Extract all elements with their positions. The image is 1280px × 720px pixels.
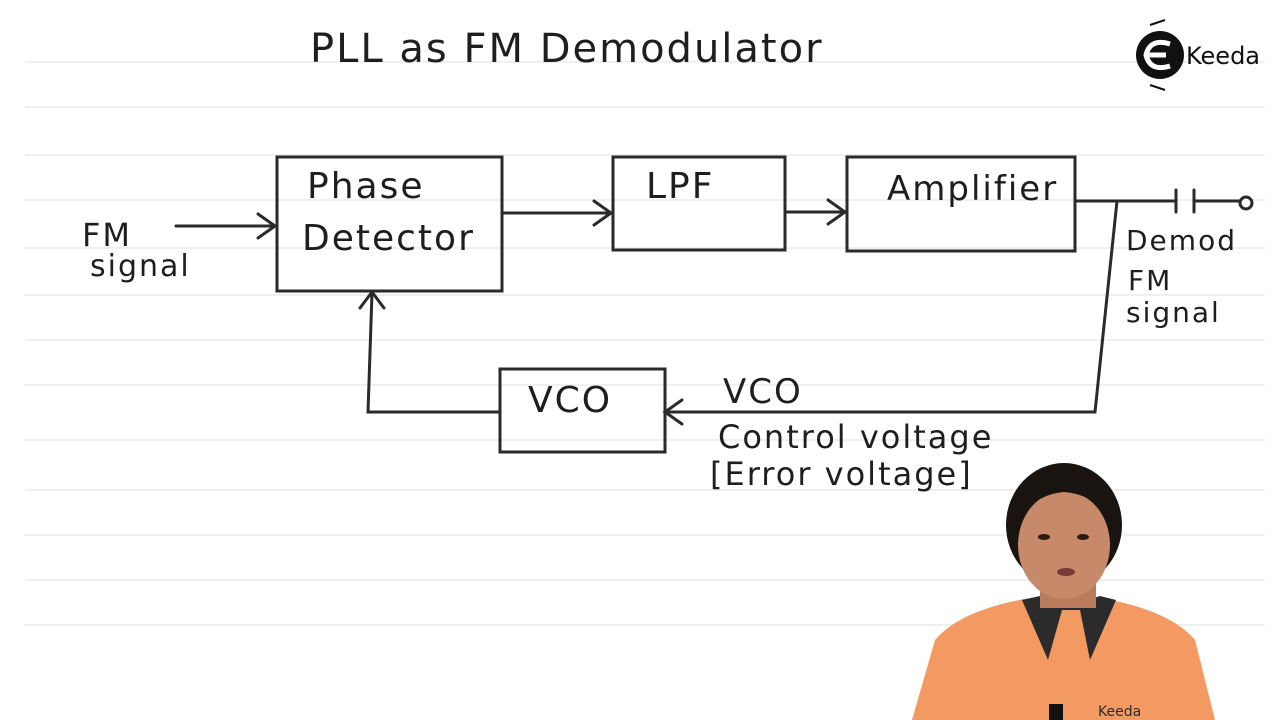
feedback-path xyxy=(662,199,1119,426)
output-label-1: Demod xyxy=(1126,224,1237,257)
lpf-label: LPF xyxy=(646,166,714,207)
amplifier-block: Amplifier xyxy=(845,155,1077,253)
logo-text: Keeda xyxy=(1186,42,1260,70)
vco-to-pd-path xyxy=(358,289,502,414)
phase-detector-label-1: Phase xyxy=(307,166,425,207)
diagram-title: PLL as FM Demodulator xyxy=(310,26,824,72)
output-label-2: FM xyxy=(1128,264,1172,297)
output-terminal-icon xyxy=(1238,195,1254,211)
pd-to-lpf-arrow xyxy=(500,199,614,227)
phase-detector-label-2: Detector xyxy=(302,218,475,259)
microphone-icon xyxy=(1049,704,1063,720)
phase-detector-block: Phase Detector xyxy=(275,155,504,293)
output-line xyxy=(1073,188,1254,214)
vco-label: VCO xyxy=(528,380,612,421)
feedback-label-2: Control voltage xyxy=(718,418,993,456)
input-label-2: signal xyxy=(90,249,191,284)
ekeeda-logo: Keeda xyxy=(1136,19,1260,91)
presenter: Keeda xyxy=(912,463,1215,720)
feedback-label-3: [Error voltage] xyxy=(710,455,973,493)
feedback-label-1: VCO xyxy=(723,372,803,412)
output-label-3: signal xyxy=(1126,296,1221,329)
lpf-to-amplifier-arrow xyxy=(783,198,848,226)
amplifier-label: Amplifier xyxy=(887,169,1058,209)
shirt-logo: Keeda xyxy=(1098,704,1141,720)
lpf-block: LPF xyxy=(611,155,787,252)
input-label-1: FM xyxy=(82,216,132,254)
presenter-face xyxy=(1018,491,1110,599)
input-arrow xyxy=(174,212,278,240)
